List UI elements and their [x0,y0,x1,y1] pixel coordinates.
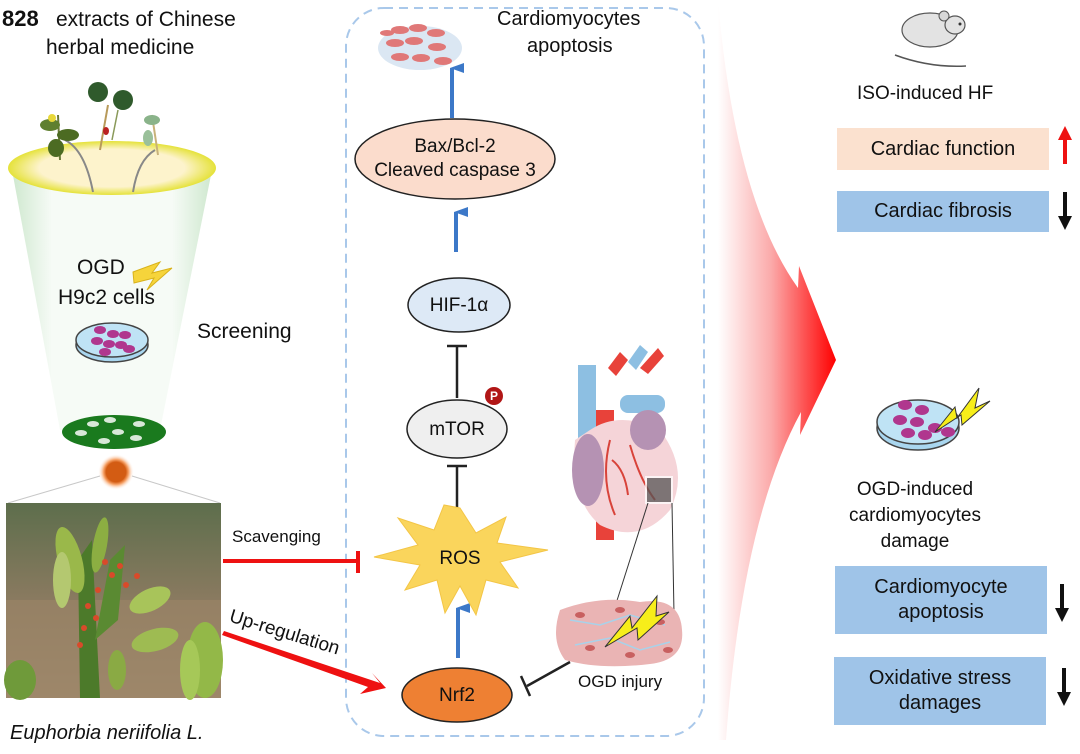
injured-tissue-icon [556,594,683,667]
cardiomyocyte-cluster-icon [378,24,462,70]
selected-extract-icon [98,454,134,490]
scavenging-inhibit-arrow [223,551,360,573]
ogd-injury-label: OGD injury [578,672,663,691]
inhibit-injury-to-nrf2 [519,660,571,697]
lightning-icon [604,594,670,648]
bax-label-line2: Cleaved caspase 3 [374,160,536,181]
extract-count: 828 [2,6,39,31]
inhibit-ros-to-mtor [447,464,467,514]
outcome-label: Cardiac fibrosis [874,200,1012,222]
mtor-node [406,399,508,459]
screening-title-line1: extracts of Chinese [56,8,236,31]
outcome-label: Cardiac function [870,137,1016,160]
plant-name: Euphorbia neriifolia L. [10,722,204,744]
outcome-cardiac-fibrosis: Cardiac fibrosis [837,191,1049,232]
nrf2-node-label: Nrf2 [439,684,475,706]
invitro-model-line1: OGD-induced [856,479,974,500]
arrow-down-icon [1058,192,1072,230]
phospho-badge [485,387,503,405]
herb-plants-icon [40,82,160,193]
arrow-down-icon [1057,668,1071,706]
phospho-badge-label: P [489,388,498,403]
h9c2-cells-label: H9c2 cells [58,286,155,309]
lightning-icon [934,387,991,433]
scavenging-label: Scavenging [232,527,321,546]
outcome-label-line2: apoptosis [898,601,984,623]
invivo-model-label: ISO-induced HF [857,83,994,104]
ros-node-label: ROS [439,547,481,569]
bax-label-line1: Bax/Bcl-2 [414,136,496,157]
petri-dish-icon [75,322,149,363]
well-plate-icon [62,415,166,449]
upregulation-arrow [222,631,386,694]
invitro-model-label: OGD-induced cardiomyocytes damage [830,476,1000,556]
ogd-petri-dish-icon [876,387,991,451]
invitro-model-line3: damage [880,531,950,552]
bax-node [354,118,556,200]
mtor-node-label: mTOR [429,418,485,440]
outcome-label-line2: damages [898,692,982,714]
hif-node [407,277,511,333]
arrow-down-icon [1055,584,1069,622]
ogd-label: OGD [77,256,125,279]
outcome-cardiac-function: Cardiac function [837,128,1049,170]
screening-funnel [7,82,221,504]
outcome-oxidative-stress: Oxidative stress damages [834,657,1046,725]
ros-node [373,504,549,617]
hif-node-label: HIF-1α [429,294,489,316]
mouse-icon [894,10,967,68]
apoptosis-label-line2: apoptosis [527,35,613,57]
outcome-cardiomyocyte-apoptosis: Cardiomyocyte apoptosis [835,566,1047,634]
euphorbia-photo [4,503,223,700]
screening-title-line2: herbal medicine [46,36,195,59]
arrow-up-icon [1058,126,1072,164]
nrf2-node [401,667,513,723]
invitro-model-line2: cardiomyocytes [849,505,981,526]
apoptosis-label-line1: Cardiomyocytes [497,8,641,30]
outcome-label-line1: Cardiomyocyte [874,576,1008,598]
outcome-label-line1: Oxidative stress [868,667,1012,689]
pathway-frame [345,7,705,737]
inhibit-mtor-to-hif [447,344,467,398]
heart-icon [572,345,678,540]
screening-label: Screening [197,320,292,343]
transition-arrow [718,0,836,740]
lightning-icon [132,260,173,291]
